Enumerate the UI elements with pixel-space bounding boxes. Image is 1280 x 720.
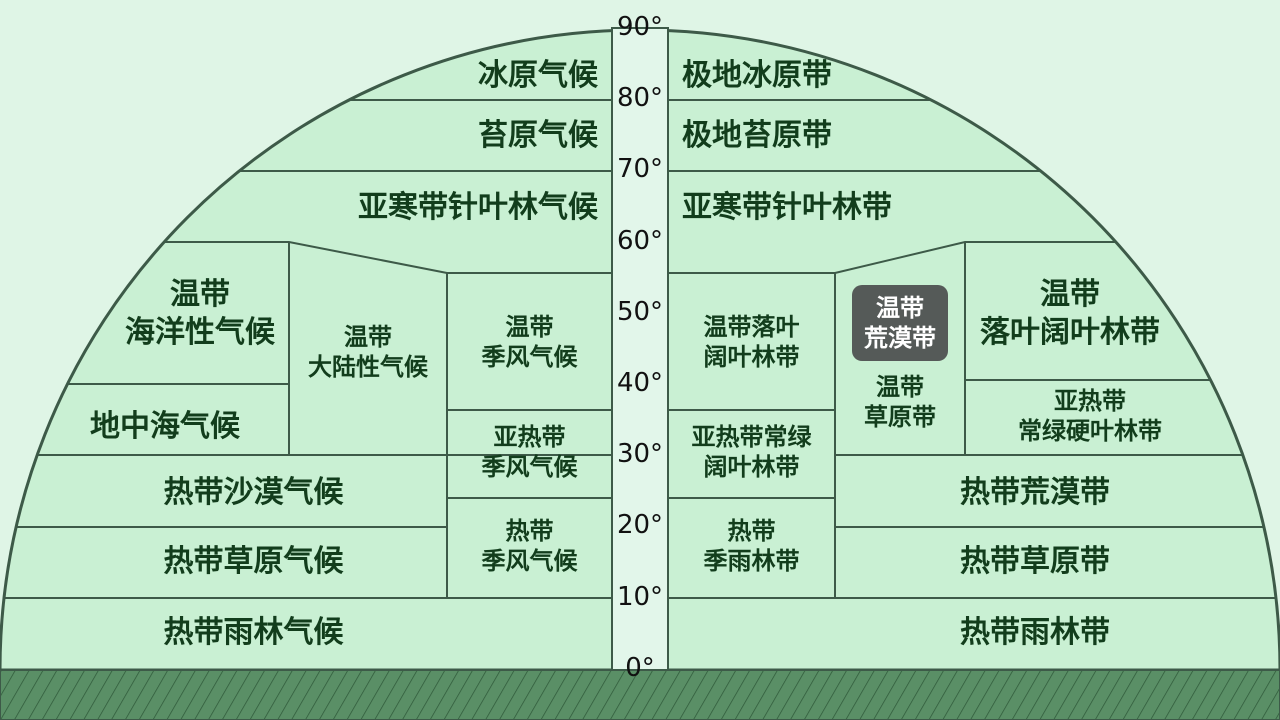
tundra-climate: 苔原气候 <box>478 118 598 153</box>
latitude-label: 30° <box>616 439 664 470</box>
temperate-desert-badge: 温带 荒漠带 <box>852 285 948 361</box>
temperate-continental-climate: 温带 大陆性气候 <box>308 323 428 381</box>
temperate-oceanic-climate: 温带 海洋性气候 <box>125 277 275 350</box>
latitude-label: 20° <box>616 510 664 541</box>
subtropical-evergreen-zone: 亚热带常绿 阔叶林带 <box>691 423 812 481</box>
temperate-steppe-zone: 温带 草原带 <box>864 373 936 431</box>
latitude-label: 80° <box>616 83 664 114</box>
latitude-label: 10° <box>616 581 664 612</box>
latitude-label: 70° <box>616 154 664 185</box>
tropical-rainforest-zone: 热带雨林带 <box>960 615 1110 650</box>
ice-cap-climate: 冰原气候 <box>478 58 598 93</box>
tropical-monsoon-forest-zone: 热带 季雨林带 <box>703 517 800 575</box>
latitude-label: 40° <box>616 368 664 398</box>
latitude-label: 90° <box>616 12 664 42</box>
temperate-deciduous-zone: 温带落叶 阔叶林带 <box>703 313 800 371</box>
latitude-axis <box>611 27 669 671</box>
latitude-label: 0° <box>625 652 655 683</box>
latitude-label: 50° <box>616 296 664 327</box>
tropical-rainforest-climate: 热带雨林气候 <box>163 615 344 650</box>
temperate-monsoon-climate: 温带 季风气候 <box>481 313 578 371</box>
tropical-savanna-zone: 热带草原带 <box>960 544 1110 579</box>
subtropical-monsoon-climate: 亚热带 季风气候 <box>481 423 578 481</box>
latitude-label: 60° <box>616 225 664 256</box>
temperate-deciduous-broadleaf-zone: 温带 落叶阔叶林带 <box>980 277 1160 350</box>
polar-ice-zone: 极地冰原带 <box>682 58 832 93</box>
tropical-desert-zone: 热带荒漠带 <box>960 475 1110 510</box>
mediterranean-climate: 地中海气候 <box>90 409 240 444</box>
tropical-monsoon-climate: 热带 季风气候 <box>481 517 578 575</box>
tropical-desert-climate: 热带沙漠气候 <box>163 475 344 510</box>
tropical-savanna-climate: 热带草原气候 <box>163 544 344 579</box>
ground <box>0 669 1280 720</box>
subarctic-climate: 亚寒带针叶林气候 <box>358 190 598 225</box>
temperate-desert-zone: 温带 荒漠带 <box>864 294 936 352</box>
polar-tundra-zone: 极地苔原带 <box>682 118 832 153</box>
taiga-zone: 亚寒带针叶林带 <box>682 190 892 225</box>
subtropical-sclerophyll-zone: 亚热带 常绿硬叶林带 <box>1018 387 1162 445</box>
